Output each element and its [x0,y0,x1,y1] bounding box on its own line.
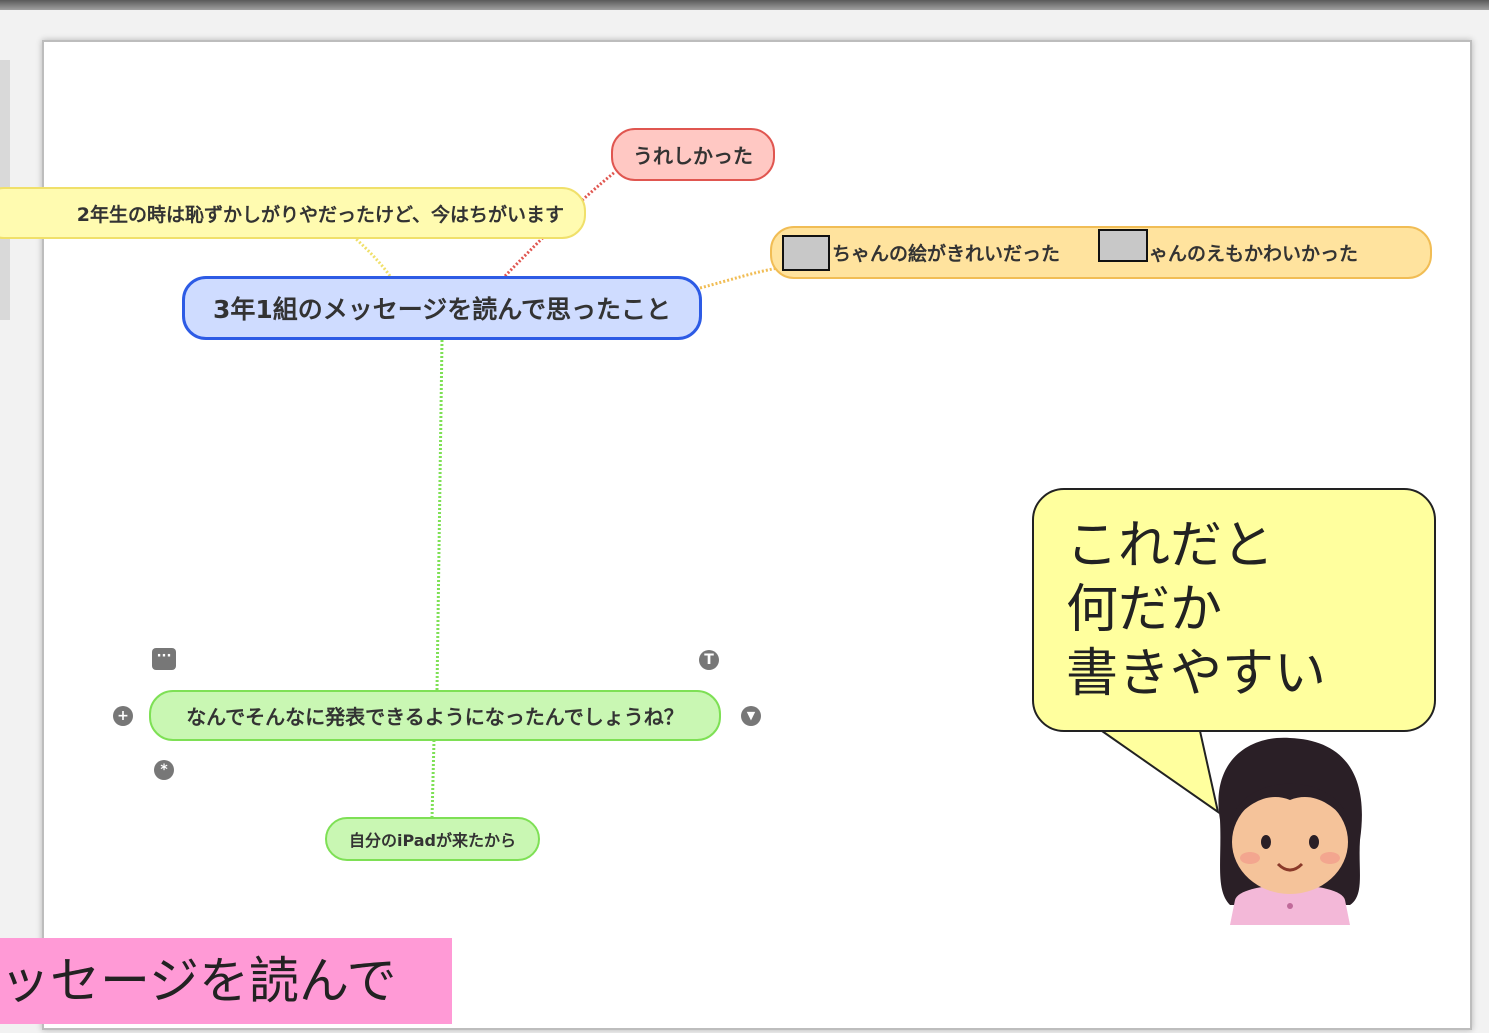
speech-line-3: 書きやすい [1066,644,1327,704]
node-green-selected[interactable]: なんでそんなに発表できるようになったんでしょうね？ [149,690,721,741]
link-green-sub [430,739,436,819]
window-top-bar [0,0,1489,10]
node-green-sub-label: 自分のiPadが来たから [348,831,517,850]
redaction-box [1098,229,1148,262]
speech-line-1: これだと [1066,516,1275,576]
node-yellow-label: 2年生の時は恥ずかしがりやだったけど、今はちがいます [76,203,564,226]
caption-banner: ッセージを読んで [0,938,452,1024]
star-icon[interactable]: * [154,760,174,780]
node-green-sub[interactable]: 自分のiPadが来たから [325,817,540,861]
node-orange-label-a: ちゃんの絵がきれいだった [832,243,1061,265]
node-yellow[interactable]: 2年生の時は恥ずかしがりやだったけど、今はちがいます [0,187,586,239]
girl-illustration [1218,737,1362,925]
link-central-green [435,339,444,691]
link-central-orange [699,266,779,290]
central-topic-label: 3年1組のメッセージを読んで思ったこと [212,295,672,324]
node-orange-label-b: ちゃんのえもかわいかった [1130,243,1359,265]
speech-line-2: 何だか [1066,580,1223,640]
node-red-label: うれしかった [633,144,753,168]
link-central-yellow [353,236,392,277]
more-icon[interactable]: ··· [152,648,176,670]
node-green-label: なんでそんなに発表できるようになったんでしょうね？ [186,705,684,729]
redaction-box [782,235,830,271]
top-icon[interactable]: T [699,650,719,670]
speech-bubble: これだと 何だか 書きやすい [1032,488,1436,732]
node-red[interactable]: うれしかった [611,128,775,181]
central-topic[interactable]: 3年1組のメッセージを読んで思ったこと [182,276,702,340]
plus-icon[interactable]: + [113,706,133,726]
caption-text: ッセージを読んで [0,952,397,1010]
chevron-down-icon[interactable]: ▼ [741,706,761,726]
